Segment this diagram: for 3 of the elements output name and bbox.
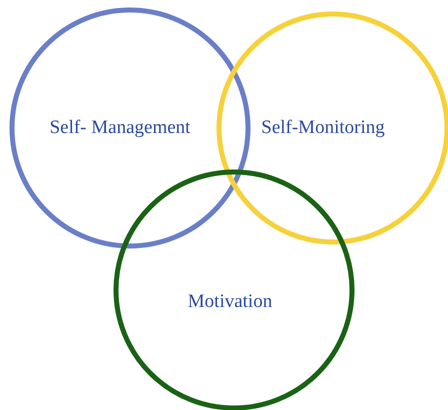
circle-label: Motivation (188, 291, 272, 313)
circle-label: Self- Management (50, 117, 190, 139)
circle-label: Self-Monitoring (261, 117, 385, 139)
